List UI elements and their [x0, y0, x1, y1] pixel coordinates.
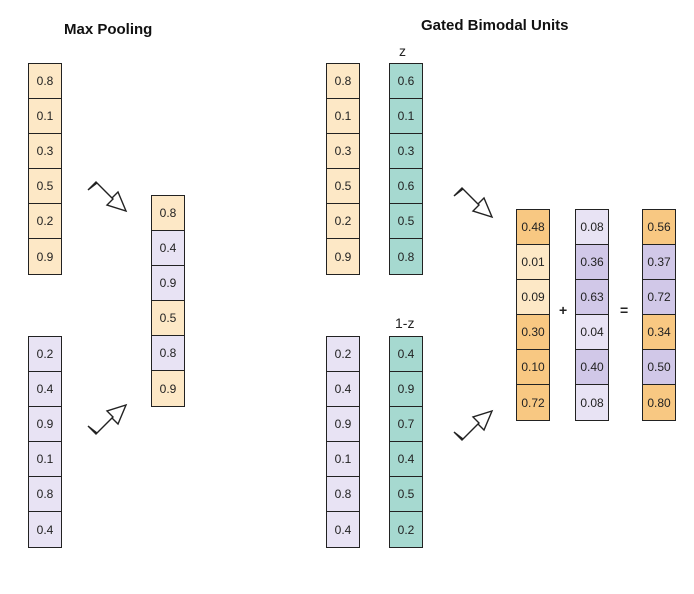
gated-z-cell: 0.1 [390, 99, 422, 134]
gated-bimodal-title: Gated Bimodal Units [421, 17, 569, 34]
gated-product-b-cell: 0.04 [576, 315, 608, 350]
max-pooling-input-a-cell: 0.1 [29, 99, 61, 134]
gated-result-cell: 0.37 [643, 245, 675, 280]
gated-result-cell: 0.50 [643, 350, 675, 385]
gated-input-a-cell: 0.3 [327, 134, 359, 169]
max-pooling-input-b-cell: 0.4 [29, 512, 61, 547]
max-pooling-output-cell: 0.8 [152, 336, 184, 371]
gated-product-b-cell: 0.08 [576, 385, 608, 420]
gated-one-minus-z-cell: 0.9 [390, 372, 422, 407]
max-pooling-input-a-cell: 0.2 [29, 204, 61, 239]
max-pooling-output-cell: 0.5 [152, 301, 184, 336]
max-pooling-title: Max Pooling [64, 21, 153, 38]
gated-input-a-cell: 0.9 [327, 239, 359, 274]
gated-input-b-cell: 0.4 [327, 512, 359, 547]
gated-product-a-cell: 0.30 [517, 315, 549, 350]
gated-input-b-cell: 0.8 [327, 477, 359, 512]
gated-product-a-cell: 0.72 [517, 385, 549, 420]
gated-product-b-cell: 0.36 [576, 245, 608, 280]
gated-product-a-cell: 0.10 [517, 350, 549, 385]
plus-operator: + [559, 302, 568, 318]
gated-z-cell: 0.8 [390, 239, 422, 274]
gated-input-a-cell: 0.8 [327, 64, 359, 99]
gated-one-minus-z-cell: 0.5 [390, 477, 422, 512]
gated-z-cell: 0.3 [390, 134, 422, 169]
gated-one-minus-z-cell: 0.4 [390, 442, 422, 477]
arrow-down-right-icon [87, 181, 128, 213]
max-pooling-input-a-cell: 0.5 [29, 169, 61, 204]
max-pooling-output-cell: 0.9 [152, 266, 184, 301]
z-label: z [399, 43, 406, 59]
max-pooling-input-a-cell: 0.8 [29, 64, 61, 99]
arrow-up-right-icon [87, 403, 128, 435]
gated-input-a-cell: 0.2 [327, 204, 359, 239]
gated-z-cell: 0.6 [390, 64, 422, 99]
gated-product-a-cell: 0.09 [517, 280, 549, 315]
gated-input-b-cell: 0.1 [327, 442, 359, 477]
one-minus-z-label: 1-z [395, 315, 415, 331]
arrow-up-right-icon [453, 409, 494, 441]
gated-one-minus-z-cell: 0.2 [390, 512, 422, 547]
arrow-down-right-icon [453, 187, 494, 219]
gated-input-b-cell: 0.9 [327, 407, 359, 442]
max-pooling-input-a-cell: 0.3 [29, 134, 61, 169]
gated-one-minus-z-cell: 0.7 [390, 407, 422, 442]
gated-result-cell: 0.80 [643, 385, 675, 420]
max-pooling-input-a-cell: 0.9 [29, 239, 61, 274]
max-pooling-output-cell: 0.4 [152, 231, 184, 266]
gated-input-b-cell: 0.4 [327, 372, 359, 407]
equals-operator: = [620, 302, 629, 318]
gated-product-a-cell: 0.48 [517, 210, 549, 245]
max-pooling-input-b-cell: 0.4 [29, 372, 61, 407]
max-pooling-input-b-cell: 0.2 [29, 337, 61, 372]
max-pooling-output-cell: 0.8 [152, 196, 184, 231]
gated-result-cell: 0.56 [643, 210, 675, 245]
gated-input-b-cell: 0.2 [327, 337, 359, 372]
gated-result-cell: 0.34 [643, 315, 675, 350]
gated-input-a-cell: 0.5 [327, 169, 359, 204]
max-pooling-output-cell: 0.9 [152, 371, 184, 406]
gated-product-a-cell: 0.01 [517, 245, 549, 280]
max-pooling-input-b-cell: 0.9 [29, 407, 61, 442]
gated-input-a-cell: 0.1 [327, 99, 359, 134]
gated-z-cell: 0.5 [390, 204, 422, 239]
max-pooling-input-b-cell: 0.8 [29, 477, 61, 512]
gated-product-b-cell: 0.63 [576, 280, 608, 315]
gated-one-minus-z-cell: 0.4 [390, 337, 422, 372]
max-pooling-input-b-cell: 0.1 [29, 442, 61, 477]
gated-z-cell: 0.6 [390, 169, 422, 204]
gated-product-b-cell: 0.40 [576, 350, 608, 385]
gated-result-cell: 0.72 [643, 280, 675, 315]
gated-product-b-cell: 0.08 [576, 210, 608, 245]
